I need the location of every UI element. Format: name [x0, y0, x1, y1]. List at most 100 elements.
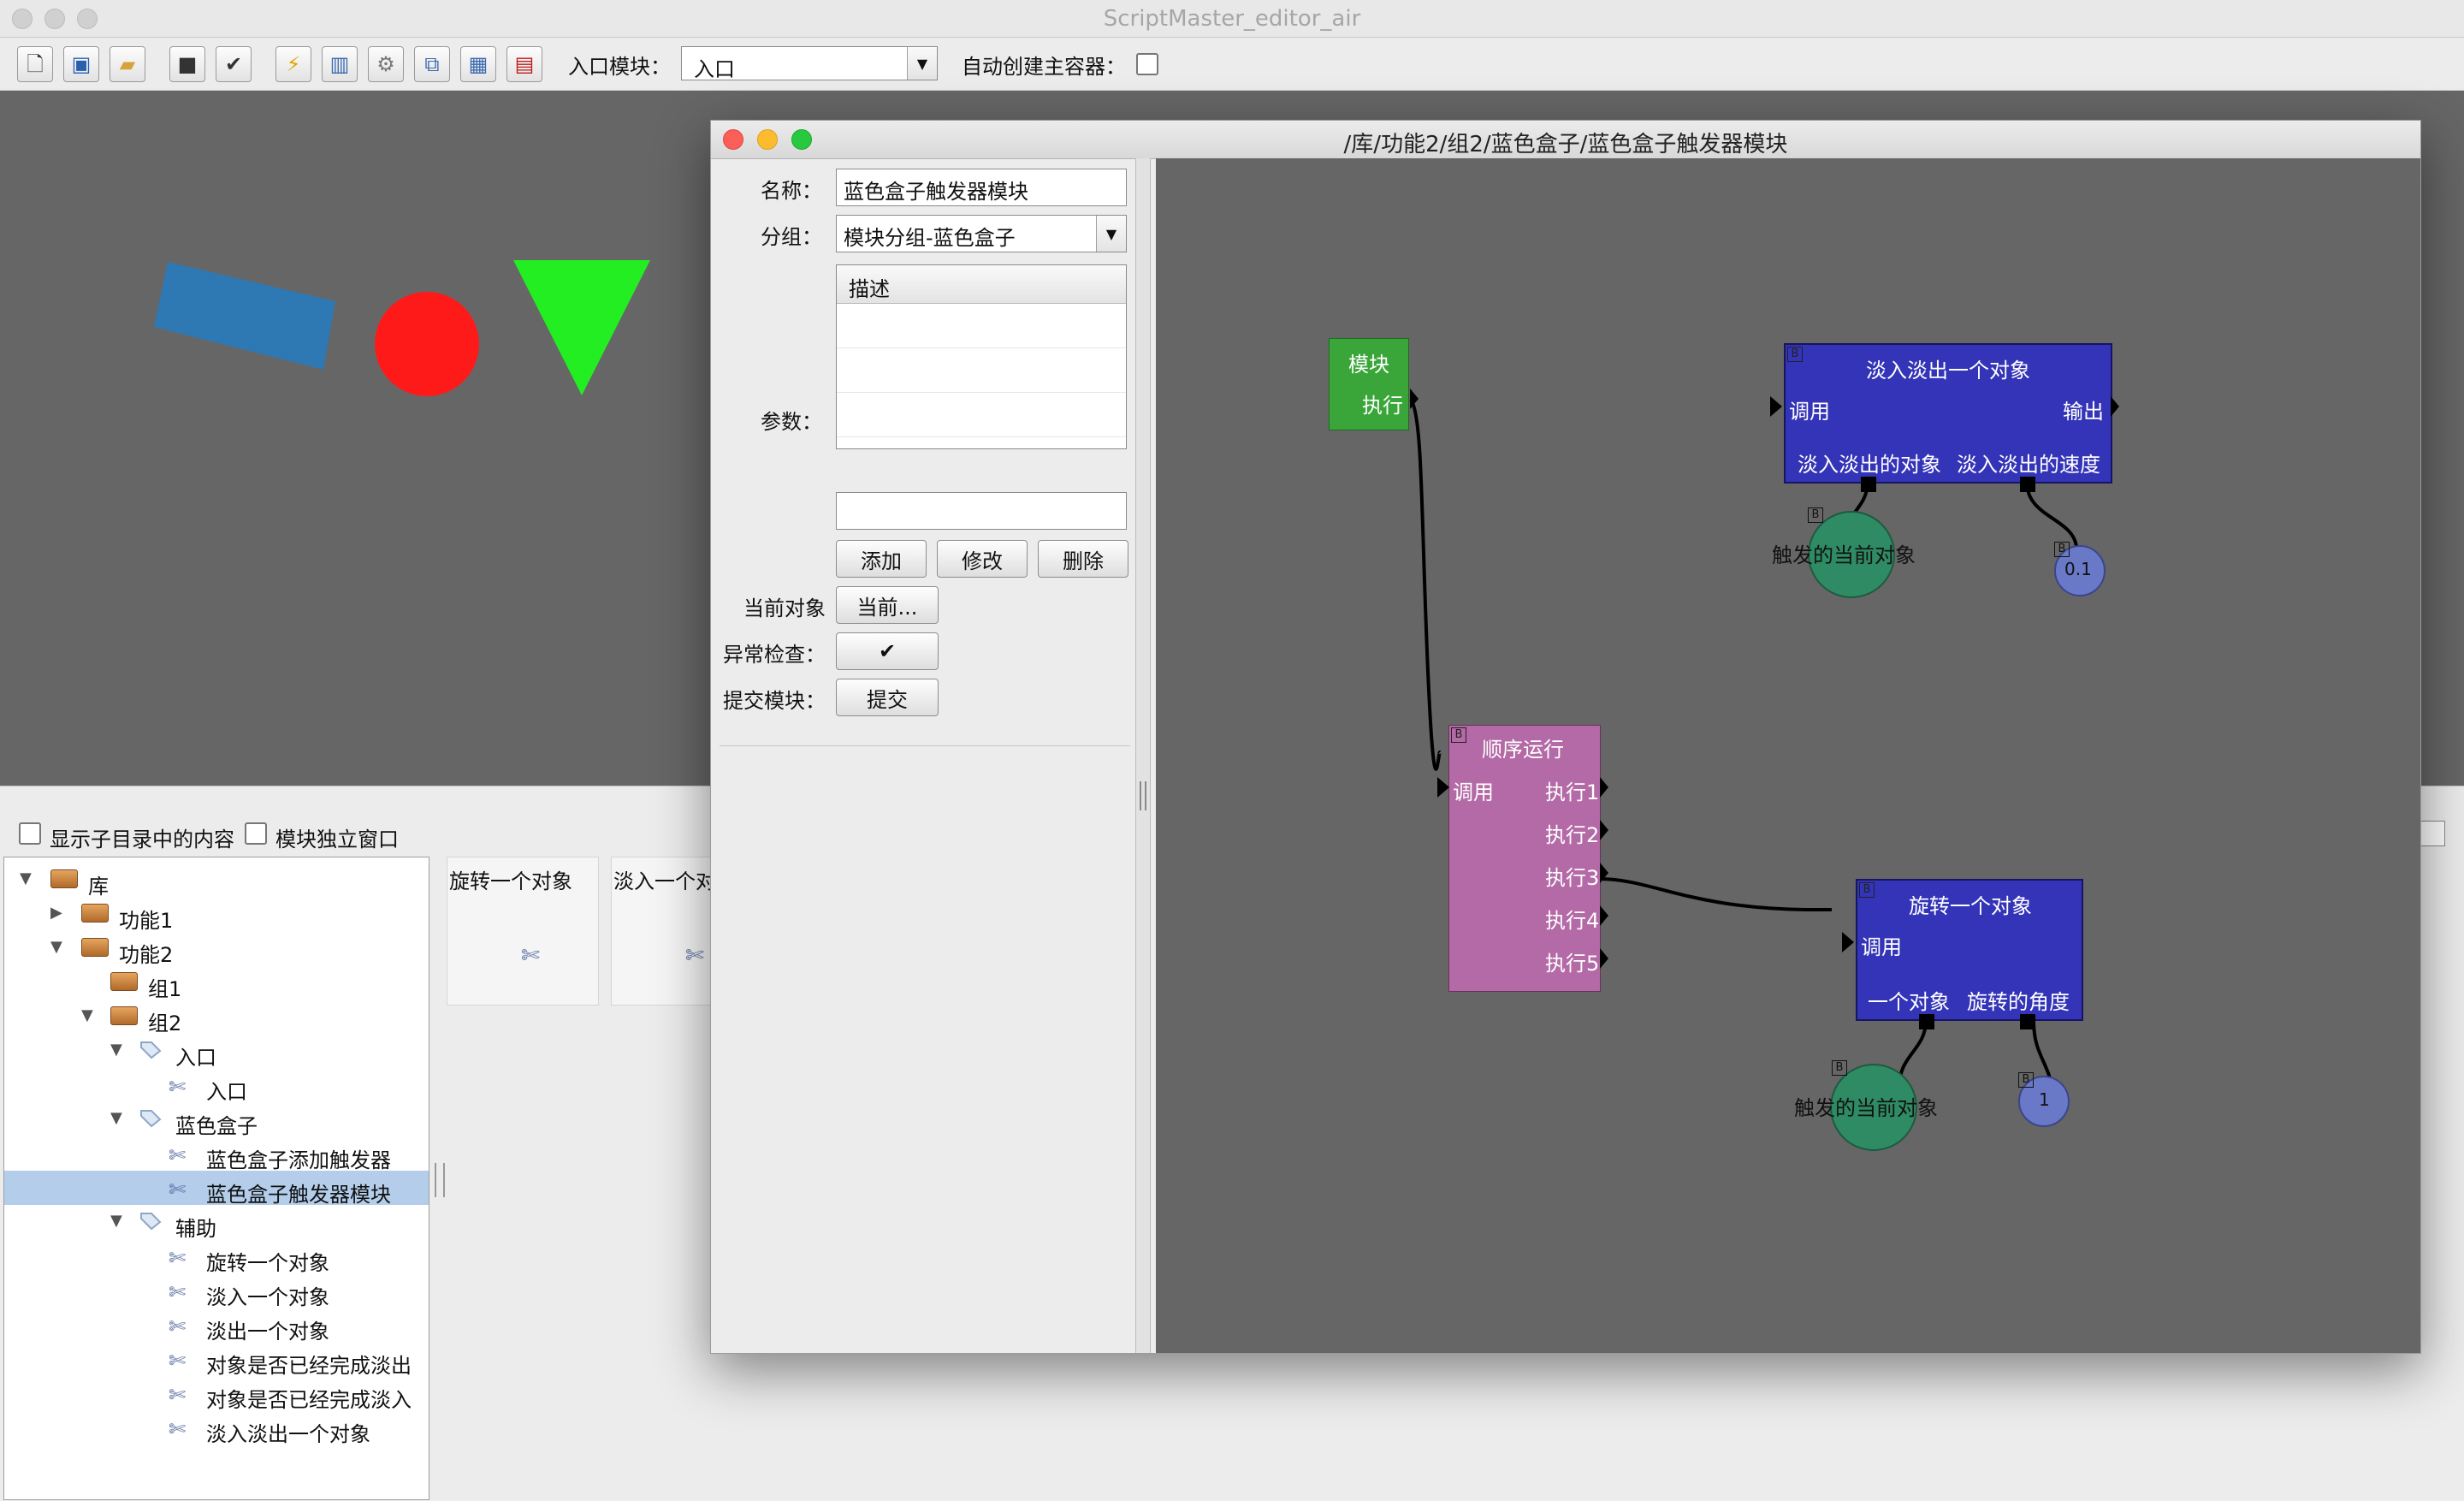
panel-toggle-icon[interactable]: [2420, 821, 2445, 846]
expand-right-icon[interactable]: ▶: [50, 904, 62, 922]
zoom-window-button[interactable]: [77, 9, 98, 29]
speed-param-pin[interactable]: [2020, 477, 2035, 492]
params-row-divider: [837, 436, 1126, 437]
minimize-window-button[interactable]: [44, 9, 65, 29]
sequence-node[interactable]: B 顺序运行 调用 执行1 执行2 执行3 执行4 执行5: [1437, 725, 1608, 992]
fade-in-out-node[interactable]: B 淡入淡出一个对象 调用 输出 淡入淡出的对象 淡入淡出的速度: [1770, 343, 2119, 492]
entry-module-value: 入口: [694, 57, 735, 81]
add-param-button[interactable]: 添加: [836, 540, 927, 578]
stop-icon: ■: [177, 52, 198, 76]
submit-module-label: 提交模块：: [723, 689, 826, 713]
tree-item-rotate[interactable]: ✄ 旋转一个对象: [169, 1246, 329, 1275]
panel-separator: [720, 745, 1130, 746]
editor-zoom-button[interactable]: [791, 129, 812, 150]
exec4-output-pin[interactable]: [1600, 905, 1608, 926]
rotate-object-node[interactable]: B 旋转一个对象 调用 一个对象 旋转的角度: [1842, 879, 2083, 1029]
params-row-divider: [837, 347, 1126, 348]
tree-item-fade-in-done[interactable]: ✄ 对象是否已经完成淡入: [169, 1383, 412, 1412]
exec-output-pin[interactable]: [1410, 389, 1419, 409]
expand-down-icon[interactable]: ▼: [110, 1041, 122, 1059]
tree-item-root[interactable]: ▼ 库: [20, 869, 109, 899]
library-tree[interactable]: ▼ 库 ▶ 功能1 ▼ 功能2 组1 ▼ 组2 ▼ 入口 ✄: [3, 857, 429, 1500]
tree-item-fade-out[interactable]: ✄ 淡出一个对象: [169, 1314, 329, 1344]
tree-item-trigger-module[interactable]: ✄ 蓝色盒子触发器模块: [4, 1171, 429, 1207]
tree-item-helpers[interactable]: ▼ 辅助: [110, 1212, 216, 1241]
expand-down-icon[interactable]: ▼: [110, 1212, 122, 1230]
close-window-button[interactable]: [12, 9, 33, 29]
tree-item-blue-box-group[interactable]: ▼ 蓝色盒子: [110, 1109, 258, 1138]
angle-value-node[interactable]: [2018, 1076, 2070, 1127]
check-button[interactable]: ✔: [216, 46, 252, 82]
angle-param-pin[interactable]: [2020, 1014, 2035, 1029]
library-splitter-handle[interactable]: [435, 1163, 445, 1197]
tree-item-group2[interactable]: ▼ 组2: [81, 1006, 182, 1035]
show-subdir-checkbox[interactable]: [19, 822, 41, 845]
library-button[interactable]: ▥: [322, 46, 358, 82]
speed-value-node[interactable]: [2054, 545, 2106, 596]
editor-close-button[interactable]: [723, 129, 743, 150]
graph-canvas[interactable]: 模块 执行 B 顺序运行 调用 执行1 执行2 执行3 执行4 执行5 B 淡入…: [1156, 158, 2420, 1353]
auto-create-checkbox[interactable]: [1136, 53, 1158, 75]
modify-param-button[interactable]: 修改: [937, 540, 1028, 578]
output-pin[interactable]: [2111, 396, 2119, 417]
call-input-pin[interactable]: [1770, 396, 1782, 417]
object-param-pin[interactable]: [1919, 1014, 1934, 1029]
module-icon: ✄: [169, 1075, 187, 1099]
module-node[interactable]: 模块 执行: [1329, 338, 1419, 430]
expand-down-icon[interactable]: ▼: [20, 869, 32, 887]
editor-title: /库/功能2/组2/蓝色盒子/蓝色盒子触发器模块: [1343, 132, 1788, 157]
trigger-object-value-node[interactable]: [1830, 1064, 1917, 1151]
blue-rectangle-shape: [154, 262, 335, 370]
open-folder-button[interactable]: ▰: [110, 46, 145, 82]
tree-item-fade-out-done[interactable]: ✄ 对象是否已经完成淡出: [169, 1349, 412, 1378]
param-input[interactable]: [836, 492, 1127, 530]
editor-splitter[interactable]: [1135, 158, 1151, 1353]
submit-button[interactable]: 提交: [836, 679, 939, 716]
exec5-output-pin[interactable]: [1600, 948, 1608, 969]
exec3-output-pin[interactable]: [1600, 863, 1608, 883]
node-badge: B: [2054, 542, 2070, 557]
current-object-button[interactable]: 当前...: [836, 586, 939, 624]
tree-item-fade-in[interactable]: ✄ 淡入一个对象: [169, 1280, 329, 1309]
node-badge: B: [1451, 727, 1466, 743]
tree-item-entry-group[interactable]: ▼ 入口: [110, 1041, 216, 1070]
exec2-output-pin[interactable]: [1600, 820, 1608, 840]
editor-minimize-button[interactable]: [757, 129, 778, 150]
export-button[interactable]: ⧉: [414, 46, 450, 82]
save-button[interactable]: ▣: [63, 46, 99, 82]
delete-param-button[interactable]: 删除: [1038, 540, 1128, 578]
splitter-grip[interactable]: [1140, 781, 1146, 810]
new-file-button[interactable]: 🗋: [17, 46, 53, 82]
entry-module-select[interactable]: 入口 ▼: [681, 46, 938, 81]
module-thumbnail[interactable]: 旋转一个对象 ✄: [447, 857, 599, 1006]
preview-button[interactable]: ▦: [460, 46, 496, 82]
expand-down-icon[interactable]: ▼: [81, 1006, 93, 1024]
object-param-pin[interactable]: [1861, 477, 1876, 492]
tree-item-add-trigger[interactable]: ✄ 蓝色盒子添加触发器: [169, 1143, 391, 1172]
tree-item-feature2[interactable]: ▼ 功能2: [50, 938, 174, 967]
standalone-window-checkbox[interactable]: [245, 822, 267, 845]
params-table[interactable]: 描述: [836, 264, 1127, 449]
flash-button[interactable]: ▤: [506, 46, 542, 82]
module-icon: ✄: [169, 1383, 187, 1407]
expand-down-icon[interactable]: ▼: [50, 938, 62, 956]
call-input-pin[interactable]: [1437, 777, 1449, 798]
call-input-pin[interactable]: [1842, 932, 1854, 952]
run-button[interactable]: ⚡: [275, 46, 311, 82]
settings-button[interactable]: ⚙: [368, 46, 404, 82]
tree-item-entry-module[interactable]: ✄ 入口: [169, 1075, 247, 1104]
tree-item-fade-in-out[interactable]: ✄ 淡入淡出一个对象: [169, 1417, 370, 1446]
chevron-down-icon[interactable]: ▼: [907, 47, 937, 80]
scene-shapes: [154, 260, 650, 396]
group-select[interactable]: 模块分组-蓝色盒子 ▼: [836, 215, 1127, 252]
tree-item-feature1[interactable]: ▶ 功能1: [50, 904, 174, 933]
exec1-output-pin[interactable]: [1600, 777, 1608, 798]
window-title: ScriptMaster_editor_air: [1103, 6, 1361, 32]
chevron-down-icon[interactable]: ▼: [1096, 216, 1126, 252]
expand-down-icon[interactable]: ▼: [110, 1109, 122, 1127]
trigger-object-value-node[interactable]: [1808, 511, 1895, 598]
tree-item-group1[interactable]: 组1: [4, 965, 429, 1001]
name-input[interactable]: 蓝色盒子触发器模块: [836, 169, 1127, 206]
stop-button[interactable]: ■: [169, 46, 205, 82]
exception-check-toggle[interactable]: ✔: [836, 632, 939, 670]
